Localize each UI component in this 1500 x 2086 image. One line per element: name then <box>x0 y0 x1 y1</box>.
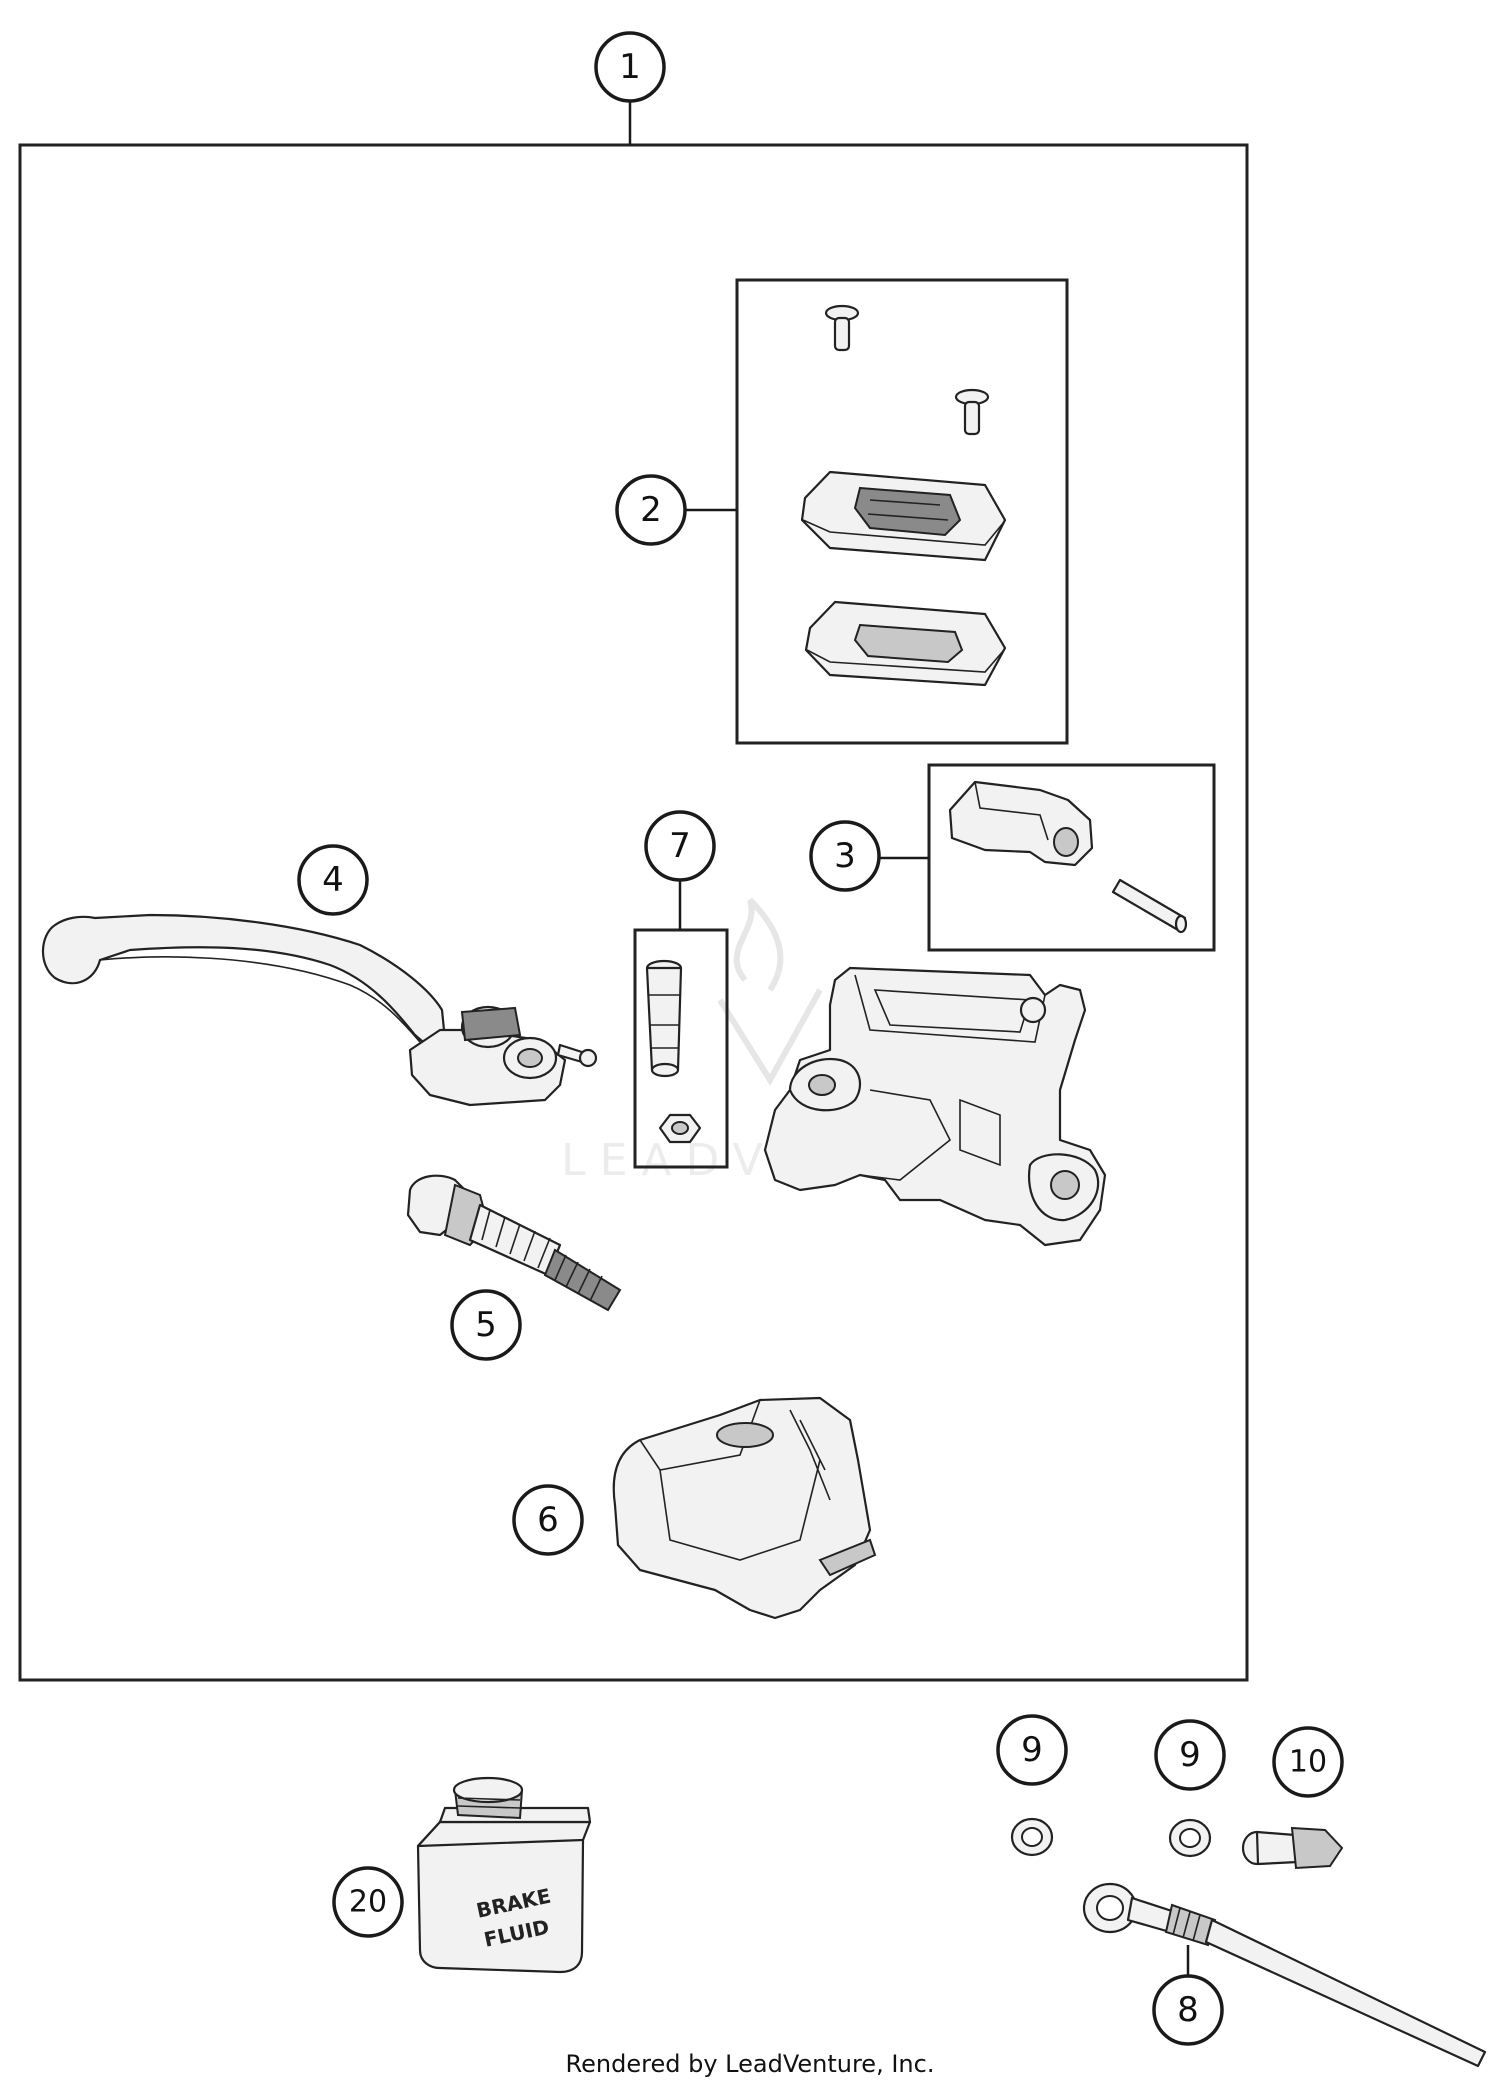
cover-screw-2 <box>954 388 990 436</box>
callout-9-right: 9 <box>1154 1719 1226 1791</box>
callout-3: 3 <box>809 820 881 892</box>
callout-9-right-label: 9 <box>1179 1735 1201 1775</box>
callout-9-left: 9 <box>996 1714 1068 1786</box>
callout-1-label: 1 <box>619 47 641 87</box>
brake-fluid-bottle: BRAKE FLUID <box>416 1776 592 1974</box>
piston-spring <box>406 1174 622 1312</box>
callout-2: 2 <box>615 474 687 546</box>
pivot-pin <box>645 959 683 1078</box>
callout-6-label: 6 <box>537 1500 559 1540</box>
callout-1: 1 <box>594 31 666 103</box>
master-cylinder-body <box>763 966 1107 1247</box>
cover-screw-1 <box>824 304 860 352</box>
callout-7-label: 7 <box>669 826 691 866</box>
lever-adjuster <box>408 1005 598 1107</box>
callout-8: 8 <box>1152 1974 1224 2046</box>
brake-lever <box>41 913 447 1050</box>
pivot-nut <box>658 1113 702 1144</box>
callout-6: 6 <box>512 1484 584 1556</box>
callout-8-label: 8 <box>1177 1990 1199 2030</box>
handlebar-clamp <box>948 780 1094 867</box>
sealing-ring-2 <box>1168 1818 1212 1858</box>
callout-10-label: 10 <box>1289 1745 1327 1780</box>
callout-10: 10 <box>1272 1726 1344 1798</box>
brake-line <box>1082 1882 1487 2068</box>
master-cylinder-cover <box>612 1396 877 1620</box>
callout-7: 7 <box>644 810 716 882</box>
clamp-pin <box>1111 878 1188 934</box>
callout-20-label: 20 <box>349 1885 387 1920</box>
assembly-frame <box>18 143 1249 1682</box>
callout-2-label: 2 <box>640 490 662 530</box>
callout-20: 20 <box>332 1866 404 1938</box>
cover-kit-frame <box>735 278 1069 745</box>
callout-4-label: 4 <box>322 860 344 900</box>
sealing-ring-1 <box>1010 1817 1054 1857</box>
callout-3-label: 3 <box>834 836 856 876</box>
reservoir-cover <box>800 470 1007 562</box>
callout-9-left-label: 9 <box>1021 1730 1043 1770</box>
reservoir-diaphragm <box>804 600 1007 687</box>
callout-4: 4 <box>297 844 369 916</box>
callout-5-label: 5 <box>475 1305 497 1345</box>
footer-credit: Rendered by LeadVenture, Inc. <box>565 2050 935 2078</box>
callout-5: 5 <box>450 1289 522 1361</box>
banjo-bolt <box>1241 1826 1344 1870</box>
